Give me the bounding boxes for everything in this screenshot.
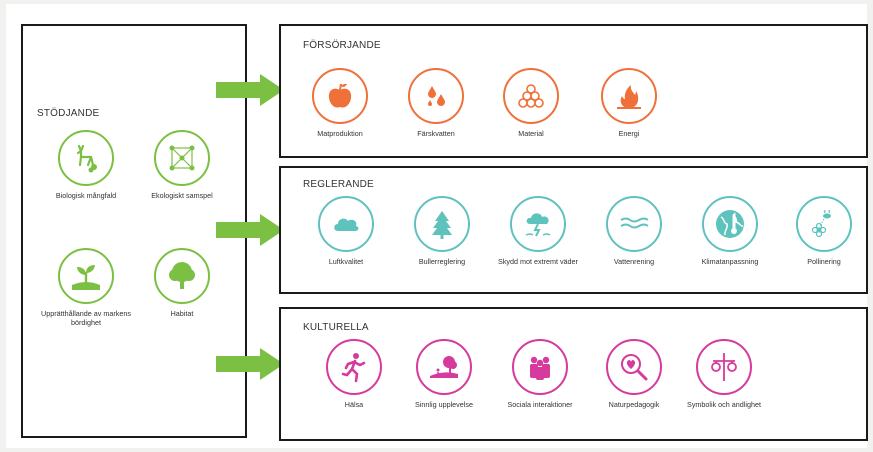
cultural-item-social: Sociala interaktioner — [495, 339, 585, 409]
support-services-box: STÖDJANDE Biologisk mångfald Ekologiskt … — [21, 24, 247, 438]
runner-icon — [326, 339, 382, 395]
cultural-label-sensory: Sinnlig upplevelse — [415, 400, 473, 409]
regulating-item-pollination: Pollinering — [779, 196, 869, 266]
storm-icon — [510, 196, 566, 252]
apple-icon — [312, 68, 368, 124]
cultural-item-health: Hälsa — [309, 339, 399, 409]
provisioning-item-energy: Energi — [584, 68, 674, 138]
provisioning-label-energy: Energi — [618, 129, 640, 138]
tree-icon — [154, 248, 210, 304]
regulating-services-box: REGLERANDE Luftkvalitet Bullerreglering … — [279, 166, 868, 294]
support-item-biodiversity: Biologisk mångfald — [41, 130, 131, 200]
regulating-label-noise: Bullerreglering — [418, 257, 466, 266]
support-item-interaction: Ekologiskt samspel — [137, 130, 227, 200]
regulating-label-pollination: Pollinering — [807, 257, 841, 266]
regulating-label-water-purification: Vattenrening — [613, 257, 655, 266]
provisioning-item-water: Färskvatten — [391, 68, 481, 138]
cultural-heading: KULTURELLA — [303, 322, 369, 333]
water-drops-icon — [408, 68, 464, 124]
cultural-label-education: Naturpedagogik — [608, 400, 660, 409]
support-heading: STÖDJANDE — [37, 108, 100, 119]
regulating-label-climate: Klimatanpassning — [701, 257, 759, 266]
support-label-interaction: Ekologiskt samspel — [151, 191, 213, 200]
network-icon — [154, 130, 210, 186]
provisioning-heading: FÖRSÖRJANDE — [303, 40, 381, 51]
arrow-to-provisioning — [214, 72, 286, 108]
regulating-item-climate: Klimatanpassning — [685, 196, 775, 266]
cloud-icon — [318, 196, 374, 252]
provisioning-label-material: Material — [518, 129, 544, 138]
support-item-soil: Upprätthållande av markens bördighet — [41, 248, 131, 327]
support-label-soil: Upprätthållande av markens bördighet — [41, 309, 131, 327]
people-icon — [512, 339, 568, 395]
provisioning-label-food: Matproduktion — [317, 129, 363, 138]
provisioning-item-material: Material — [486, 68, 576, 138]
flame-icon — [601, 68, 657, 124]
provisioning-label-water: Färskvatten — [417, 129, 455, 138]
bee-flower-icon — [796, 196, 852, 252]
cultural-label-health: Hälsa — [344, 400, 364, 409]
cultural-item-symbolism: Symbolik och andlighet — [679, 339, 769, 409]
sprout-icon — [58, 248, 114, 304]
regulating-heading: REGLERANDE — [303, 179, 374, 190]
maypole-icon — [696, 339, 752, 395]
support-label-biodiversity: Biologisk mångfald — [55, 191, 117, 200]
regulating-label-extreme-weather: Skydd mot extremt väder — [498, 257, 578, 266]
landscape-icon — [416, 339, 472, 395]
regulating-item-extreme-weather: Skydd mot extremt väder — [493, 196, 583, 266]
regulating-item-noise: Bullerreglering — [397, 196, 487, 266]
arrow-to-cultural — [214, 346, 286, 382]
waves-icon — [606, 196, 662, 252]
regulating-label-air: Luftkvalitet — [328, 257, 364, 266]
support-label-habitat: Habitat — [170, 309, 194, 318]
provisioning-item-food: Matproduktion — [295, 68, 385, 138]
provisioning-services-box: FÖRSÖRJANDE Matproduktion Färskvatten — [279, 24, 868, 158]
log-pile-icon — [503, 68, 559, 124]
conifer-icon — [414, 196, 470, 252]
cultural-label-social: Sociala interaktioner — [507, 400, 573, 409]
cultural-services-box: KULTURELLA Hälsa Sinnlig upplevelse — [279, 307, 868, 441]
regulating-item-air: Luftkvalitet — [301, 196, 391, 266]
cultural-item-education: Naturpedagogik — [589, 339, 679, 409]
cultural-label-symbolism: Symbolik och andlighet — [687, 400, 761, 409]
regulating-item-water-purification: Vattenrening — [589, 196, 679, 266]
support-item-habitat: Habitat — [137, 248, 227, 318]
deer-icon — [58, 130, 114, 186]
globe-thermometer-icon — [702, 196, 758, 252]
cultural-item-sensory: Sinnlig upplevelse — [399, 339, 489, 409]
arrow-to-regulating — [214, 212, 286, 248]
magnifier-heart-icon — [606, 339, 662, 395]
